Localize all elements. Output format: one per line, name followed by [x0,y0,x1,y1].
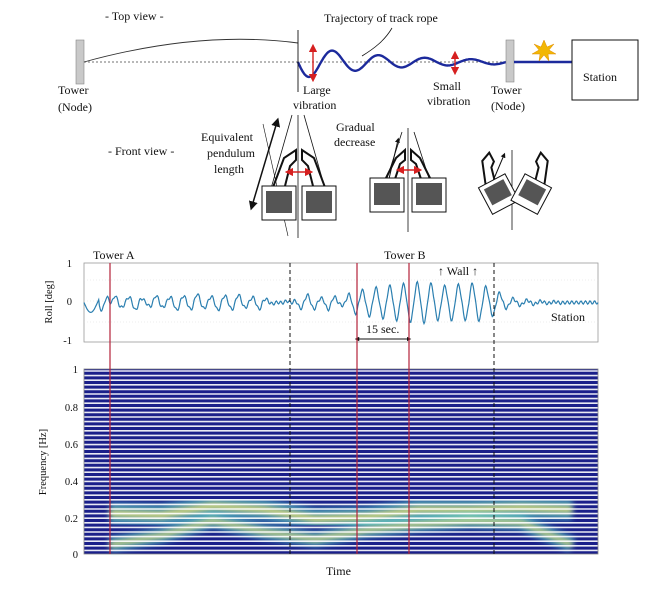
tower-left-label-1: Tower [58,83,88,97]
gradual-label-1: Gradual [336,120,375,134]
freq-ytick-0.8: 0.8 [65,403,78,414]
small-vibration-label-1: Small [433,79,462,93]
roll-plot: 1 0 -1 Roll [deg] Tower A Tower B ↑ Wall… [44,248,599,347]
rope-trajectory-arc [83,38,299,63]
front-view-heading: - Front view - [108,144,174,158]
top-view-heading: - Top view - [105,9,164,23]
wall-label: ↑ Wall ↑ [438,264,478,278]
spark-icon [531,39,557,62]
top-view: - Top view - Trajectory of track rope To… [58,9,639,114]
tower-right-icon [505,39,515,83]
front-view: - Front view - Equivalent pendulum lengt… [108,114,553,238]
large-vibration-label-1: Large [303,83,331,97]
rope-vibration-wave [296,49,507,79]
small-vibration-label-2: vibration [427,94,470,108]
tower-a-label: Tower A [93,248,135,262]
spectrogram-frame [83,368,599,555]
gondola-pair-small [477,150,553,230]
roll-ylabel: Roll [deg] [44,281,55,324]
pendulum-label-2: pendulum [207,146,256,160]
gradual-label-2: decrease [334,135,375,149]
roll-plot-frame [83,262,599,343]
interval-label: 15 sec. [366,322,399,336]
spectrogram-stripes [84,370,598,552]
freq-ytick-0: 0 [73,550,78,561]
tower-left-icon [75,39,85,85]
freq-ylabel: Frequency [Hz] [38,429,49,495]
station-label: Station [583,70,617,84]
event-markers [109,263,495,554]
tower-right-label-2: (Node) [491,99,525,113]
roll-ytick-0: 0 [67,297,72,308]
gondola-pair-large [261,114,337,238]
pendulum-length-arrow [248,117,281,211]
roll-ytick-1: 1 [67,259,72,270]
pendulum-label-3: length [214,162,244,176]
tower-left-label-2: (Node) [58,100,92,114]
gondola-pair-medium [369,128,447,232]
station-box [571,39,639,101]
freq-ytick-0.6: 0.6 [65,440,78,451]
trajectory-leader-line [361,27,393,57]
pendulum-label-1: Equivalent [201,130,254,144]
tower-b-label: Tower B [384,248,425,262]
time-xlabel: Time [326,564,351,578]
station-roll-label: Station [551,310,585,324]
tower-right-label-1: Tower [491,83,521,97]
large-vibration-label-2: vibration [293,98,336,112]
freq-ytick-1: 1 [73,365,78,376]
freq-ytick-0.4: 0.4 [65,477,79,488]
spectrogram: 1 0.8 0.6 0.4 0.2 0 Frequency [Hz] Time [38,365,599,578]
freq-ytick-0.2: 0.2 [65,514,78,525]
roll-series-line [83,280,599,326]
roll-ytick-neg1: -1 [63,336,72,347]
trajectory-label: Trajectory of track rope [324,11,438,25]
